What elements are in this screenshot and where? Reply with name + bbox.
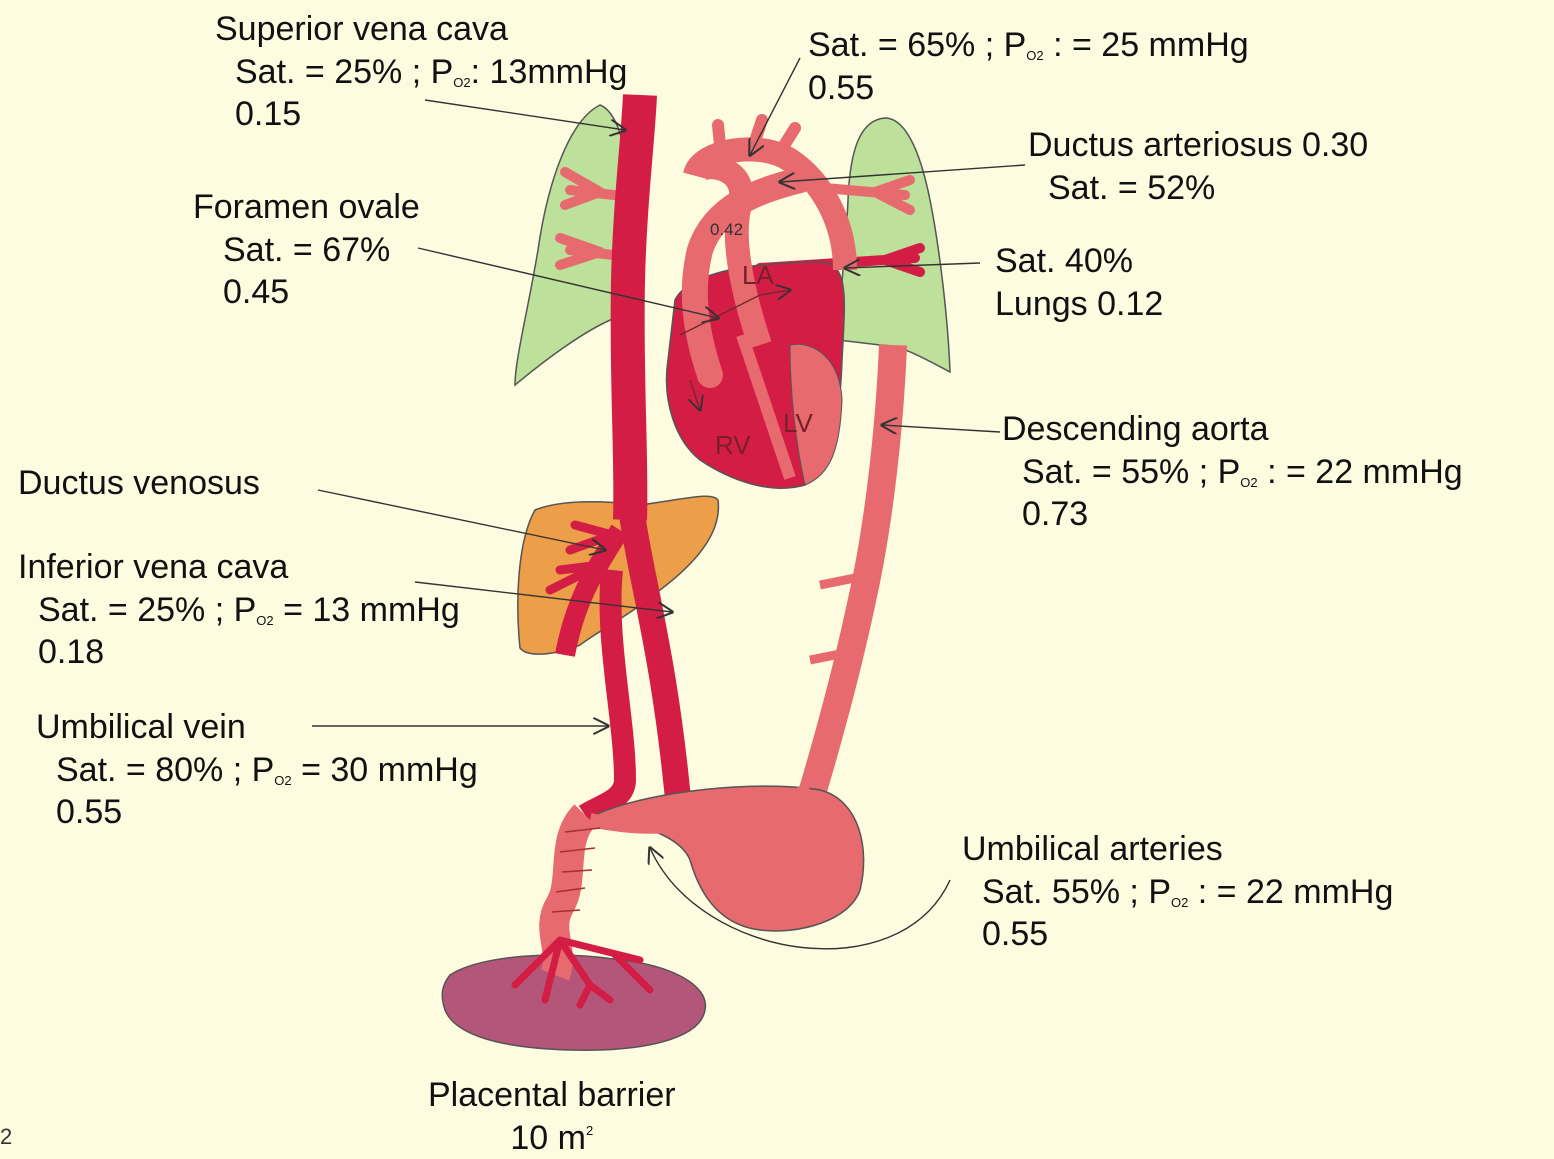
label-svc-value: 0.15 (215, 93, 627, 136)
page-number: 2 (0, 1124, 12, 1150)
label-ductus-arteriosus-sat: Sat. = 52% (1028, 167, 1368, 210)
label-umbilical-arteries: Umbilical arteries Sat. 55% ; PO2 : = 22… (962, 828, 1393, 956)
label-ivc-sat: Sat. = 25% ; PO2 = 13 mmHg (18, 589, 460, 632)
label-ductus-arteriosus-title: Ductus arteriosus 0.30 (1028, 124, 1368, 167)
label-placenta-title: Placental barrier (428, 1074, 676, 1117)
shunt-value-label: 0.42 (710, 220, 743, 240)
label-umbilical-arteries-value: 0.55 (962, 913, 1393, 956)
label-umbilical-arteries-title: Umbilical arteries (962, 828, 1393, 871)
label-lungs-title: Lungs 0.12 (995, 283, 1163, 326)
label-ivc-value: 0.18 (18, 631, 460, 674)
label-aortic-arch-sat: Sat. = 65% ; PO2 : = 25 mmHg (808, 24, 1249, 67)
label-placenta-area: 10 m2 (428, 1117, 676, 1159)
label-placental-barrier: Placental barrier 10 m2 (428, 1074, 676, 1159)
label-umbilical-arteries-sat: Sat. 55% ; PO2 : = 22 mmHg (962, 871, 1393, 914)
label-lungs: Sat. 40% Lungs 0.12 (995, 240, 1163, 325)
label-umbilical-vein-value: 0.55 (36, 791, 478, 834)
label-ductus-venosus: Ductus venosus (18, 462, 260, 505)
label-ivc-title: Inferior vena cava (18, 546, 460, 589)
label-umbilical-vein: Umbilical vein Sat. = 80% ; PO2 = 30 mmH… (36, 706, 478, 834)
label-foramen-ovale-value: 0.45 (193, 271, 420, 314)
chamber-label-lv: LV (783, 408, 813, 439)
label-umbilical-vein-sat: Sat. = 80% ; PO2 = 30 mmHg (36, 749, 478, 792)
umbilical-artery-net (595, 786, 864, 931)
placenta (442, 955, 705, 1050)
label-ductus-arteriosus: Ductus arteriosus 0.30 Sat. = 52% (1028, 124, 1368, 209)
label-svc-sat: Sat. = 25% ; PO2: 13mmHg (215, 51, 627, 94)
label-svc-title: Superior vena cava (215, 8, 627, 51)
label-descending-aorta-sat: Sat. = 55% ; PO2 : = 22 mmHg (1002, 451, 1463, 494)
label-descending-aorta: Descending aorta Sat. = 55% ; PO2 : = 22… (1002, 408, 1463, 536)
label-lungs-sat: Sat. 40% (995, 240, 1163, 283)
label-descending-aorta-value: 0.73 (1002, 493, 1463, 536)
label-foramen-ovale-title: Foramen ovale (193, 186, 420, 229)
chamber-label-la: LA (742, 260, 774, 291)
label-inferior-vena-cava: Inferior vena cava Sat. = 25% ; PO2 = 13… (18, 546, 460, 674)
label-descending-aorta-title: Descending aorta (1002, 408, 1463, 451)
label-aortic-arch-value: 0.55 (808, 67, 1249, 110)
superior-vena-cava (628, 95, 640, 520)
label-aortic-arch: Sat. = 65% ; PO2 : = 25 mmHg 0.55 (808, 24, 1249, 109)
label-umbilical-vein-title: Umbilical vein (36, 706, 478, 749)
label-ductus-venosus-title: Ductus venosus (18, 462, 260, 505)
chamber-label-rv: RV (715, 430, 751, 461)
label-foramen-ovale: Foramen ovale Sat. = 67% 0.45 (193, 186, 420, 314)
label-superior-vena-cava: Superior vena cava Sat. = 25% ; PO2: 13m… (215, 8, 627, 136)
label-foramen-ovale-sat: Sat. = 67% (193, 229, 420, 272)
